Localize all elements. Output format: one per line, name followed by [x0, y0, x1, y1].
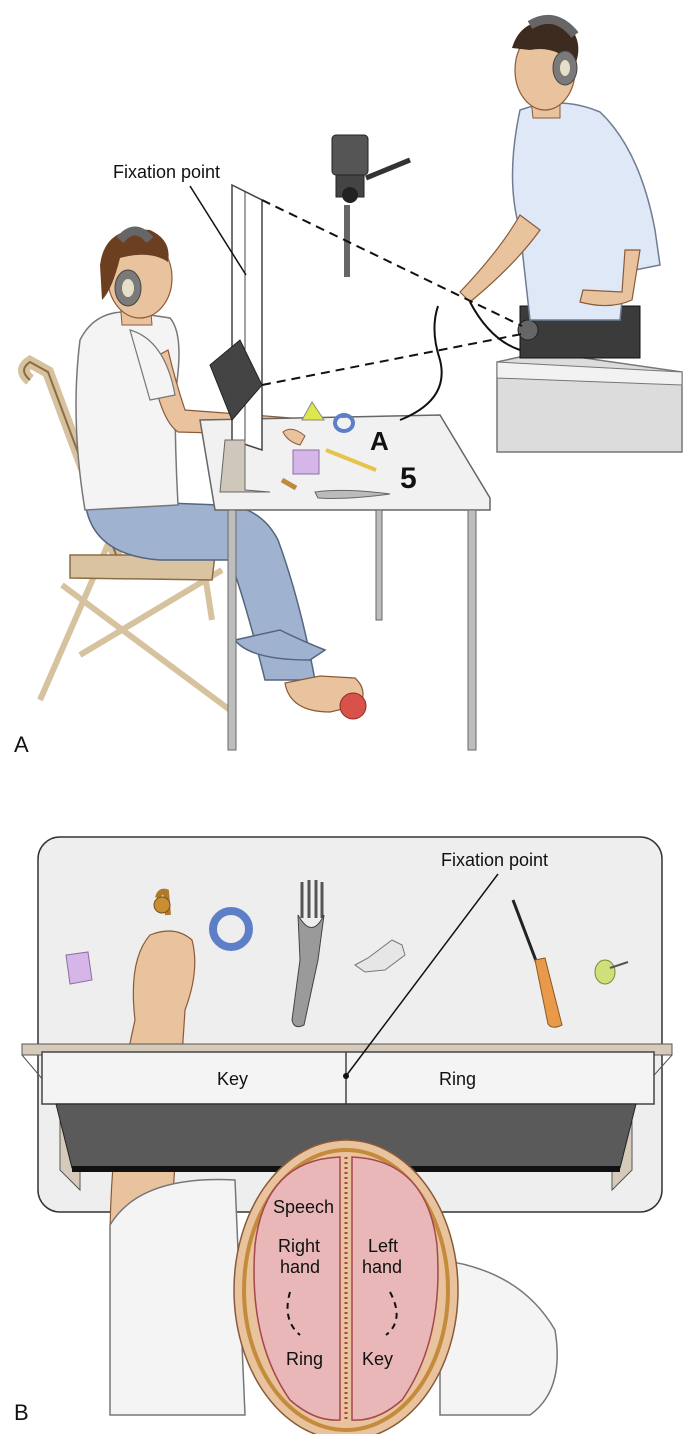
left-hemisphere	[351, 1156, 439, 1421]
right-shoulder	[439, 1259, 558, 1416]
left-shoulder	[109, 1178, 246, 1416]
projector-stand	[496, 305, 683, 453]
panel-a: A 5	[14, 14, 683, 757]
fork-object	[291, 914, 325, 1028]
vertical-screen	[209, 183, 271, 493]
brain-label-ring: Ring	[286, 1349, 323, 1369]
brain-top-view	[233, 1138, 459, 1439]
brain-label-key: Key	[362, 1349, 393, 1369]
number-5-object: 5	[400, 462, 417, 495]
projection-lines	[261, 199, 523, 386]
brain-label-right-2: hand	[280, 1257, 320, 1277]
cable	[399, 305, 443, 421]
panel-b-letter: B	[14, 1400, 29, 1425]
screen-word-key: Key	[217, 1069, 248, 1089]
headphone-band	[116, 226, 154, 244]
camera	[331, 134, 411, 277]
letter-a-object: A	[370, 426, 389, 456]
screwdriver-object	[511, 899, 540, 967]
panel-a-letter: A	[14, 732, 29, 757]
folding-chair	[18, 354, 232, 713]
ball	[339, 692, 367, 720]
brain-label-speech: Speech	[273, 1197, 334, 1217]
key-object	[153, 896, 171, 914]
fixation-point-label-b: Fixation point	[441, 850, 548, 870]
table-objects: A 5	[280, 401, 417, 499]
panel-b: Key Ring Fixation point Speech Right han…	[14, 836, 673, 1439]
ring-object	[209, 907, 253, 951]
bottle-object	[354, 939, 406, 973]
fixation-dot	[343, 1073, 349, 1079]
brain-label-left-1: Left	[368, 1236, 398, 1256]
fixation-leader-a	[189, 185, 247, 276]
table	[199, 414, 491, 751]
table-objects-b	[65, 880, 629, 1028]
fixation-leader-b	[345, 873, 499, 1077]
seated-man	[75, 226, 367, 720]
fixation-point-label-a: Fixation point	[113, 162, 220, 182]
screen-word-ring: Ring	[439, 1069, 476, 1089]
standing-man	[399, 14, 661, 421]
brain-label-right-1: Right	[278, 1236, 320, 1256]
brain-label-left-2: hand	[362, 1257, 402, 1277]
right-hemisphere	[253, 1156, 341, 1421]
screen-assembly	[21, 1043, 673, 1192]
